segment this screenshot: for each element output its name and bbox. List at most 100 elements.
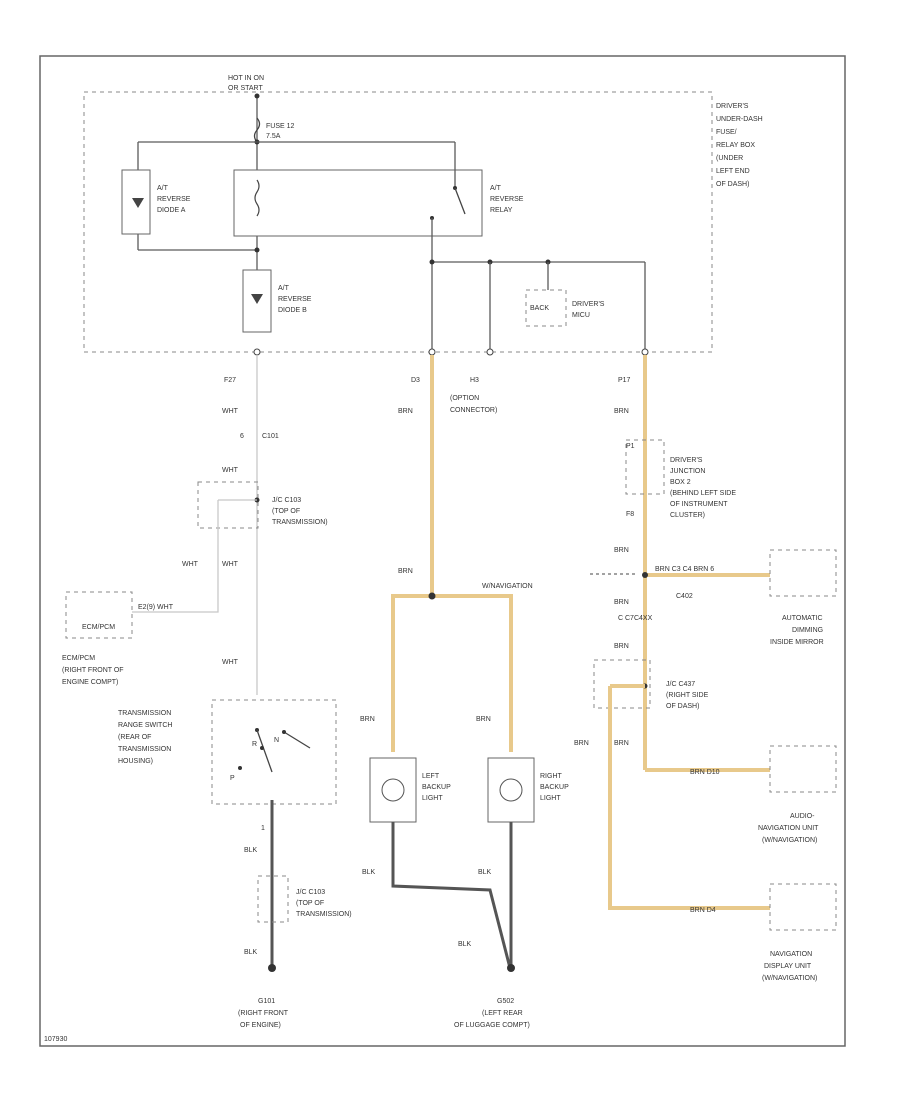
jc-c437-box (593, 659, 651, 709)
svg-text:BOX 2: BOX 2 (670, 479, 691, 486)
c4xx-label: C C7C4XX (618, 615, 653, 622)
range-switch-pos-p: P (230, 775, 235, 782)
svg-text:FUSE/: FUSE/ (716, 129, 737, 136)
g502-line2: OF LUGGAGE COMPT) (454, 1022, 530, 1029)
ecm-wire-label: E2(9) WHT (138, 604, 174, 611)
left-light-line2: BACKUP (422, 784, 451, 791)
nav-display-box (769, 883, 837, 931)
micu-name-line1: DRIVER'S (572, 301, 605, 308)
nav-display-line3: (W/NAVIGATION) (762, 975, 817, 982)
fuse-label-line1: FUSE 12 (266, 123, 295, 130)
ecm-name-line2: (RIGHT FRONT OF (62, 667, 124, 674)
svg-text:TRANSMISSION: TRANSMISSION (118, 710, 171, 717)
pin-f27-label: F27 (224, 377, 236, 384)
range-switch-pin: 1 (261, 825, 265, 832)
relay-line3: RELAY (490, 207, 513, 214)
range-switch-r-contact (260, 746, 264, 750)
audio-line1: AUDIO- (790, 813, 815, 820)
jc-c437-line2: (RIGHT SIDE (666, 692, 709, 699)
diode-a-symbol (132, 198, 144, 208)
svg-text:CLUSTER): CLUSTER) (670, 512, 705, 519)
g101-code: G101 (258, 998, 275, 1005)
svg-text:UNDER-DASH: UNDER-DASH (716, 116, 763, 123)
svg-text:RELAY BOX: RELAY BOX (716, 142, 755, 149)
range-switch-n-arm (283, 731, 311, 749)
audio-unit-box (769, 745, 837, 793)
blk-wire-left-light (391, 822, 512, 969)
ground-g101 (268, 964, 276, 972)
mirror-splice (642, 572, 648, 578)
pin-p17-label: P17 (618, 377, 631, 384)
jc-c103-bottom-line1: J/C C103 (296, 889, 325, 896)
mirror-line2: DIMMING (792, 627, 823, 634)
right-backup-bulb-icon (499, 778, 523, 802)
svg-text:(UNDER: (UNDER (716, 155, 743, 162)
mirror-line1: AUTOMATIC (782, 615, 823, 622)
ecm-wire (132, 545, 219, 613)
wht-label-4: WHT (222, 561, 239, 568)
g101-line2: OF ENGINE) (240, 1022, 281, 1029)
left-light-line3: LIGHT (422, 795, 443, 802)
diode-junction (254, 247, 260, 253)
ecm-name-line3: ENGINE COMPT) (62, 679, 118, 686)
range-switch-pos-n: N (274, 737, 279, 744)
svg-text:TRANSMISSION: TRANSMISSION (118, 746, 171, 753)
g101-line1: (RIGHT FRONT (238, 1010, 289, 1017)
jc-c103-top-line3: TRANSMISSION) (272, 519, 328, 526)
fuse-box-label: DRIVER'S UNDER-DASH FUSE/ RELAY BOX (UND… (716, 103, 763, 188)
brn-label-left-light: BRN (360, 716, 375, 723)
audio-wire-label: BRN D10 (690, 769, 720, 776)
range-switch-n-contact (282, 730, 286, 734)
diode-a-line2: REVERSE (157, 196, 191, 203)
footer-code: 107930 (44, 1036, 67, 1043)
c101-pin-label: 6 (240, 433, 244, 440)
wht-label-1: WHT (222, 408, 239, 415)
blk-label-g502: BLK (458, 941, 472, 948)
blk-label-2: BLK (244, 949, 258, 956)
nav-display-wire-label: BRN D4 (690, 907, 716, 914)
audio-line3: (W/NAVIGATION) (762, 837, 817, 844)
svg-text:DRIVER'S: DRIVER'S (670, 457, 703, 464)
diode-b-line1: A/T (278, 285, 290, 292)
pin-p17 (641, 348, 649, 356)
micu-box (525, 289, 567, 327)
nav-display-line2: DISPLAY UNIT (764, 963, 812, 970)
brn-label-nav-display: BRN (574, 740, 589, 747)
reverse-relay-box (233, 169, 483, 237)
pin-h3 (486, 348, 494, 356)
mirror-line3: INSIDE MIRROR (770, 639, 824, 646)
mirror-wire-label: BRN C3 C4 BRN 6 (655, 566, 714, 573)
with-navigation-label: W/NAVIGATION (482, 583, 533, 590)
svg-text:RANGE SWITCH: RANGE SWITCH (118, 722, 172, 729)
jc-c103-bottom-line2: (TOP OF (296, 900, 324, 907)
range-switch-label: TRANSMISSION RANGE SWITCH (REAR OF TRANS… (118, 710, 172, 765)
pin-h3-label: H3 (470, 377, 479, 384)
option-connector-line2: CONNECTOR) (450, 407, 497, 414)
range-switch-arm (256, 729, 273, 773)
ecm-box (65, 591, 133, 639)
ecm-box-label: ECM/PCM (82, 624, 115, 631)
micu-back-label: BACK (530, 305, 549, 312)
brn-label-d3-lower: BRN (398, 568, 413, 575)
blk-label-left-light: BLK (362, 869, 376, 876)
pin-d3-label: D3 (411, 377, 420, 384)
hot-label-line2: OR START (228, 85, 263, 92)
svg-text:(REAR OF: (REAR OF (118, 734, 151, 741)
brn-label-d3: BRN (398, 408, 413, 415)
brn-label-p17-lower: BRN (614, 547, 629, 554)
jc-c103-top-box (197, 481, 259, 529)
micu-name-line2: MICU (572, 312, 590, 319)
svg-text:JUNCTION: JUNCTION (670, 468, 705, 475)
jc-c103-bottom-line3: TRANSMISSION) (296, 911, 352, 918)
svg-text:LEFT END: LEFT END (716, 168, 750, 175)
brn-label-right-light: BRN (476, 716, 491, 723)
diode-b-line3: DIODE B (278, 307, 307, 314)
wht-label-3: WHT (182, 561, 199, 568)
bus-splice-d3 (429, 259, 435, 265)
junction-box-pin-bottom: F8 (626, 511, 634, 518)
junction-box-pin-top: P1 (626, 443, 635, 450)
c101-label: C101 (262, 433, 279, 440)
nav-display-wire (608, 686, 770, 910)
diode-a-line3: DIODE A (157, 207, 186, 214)
